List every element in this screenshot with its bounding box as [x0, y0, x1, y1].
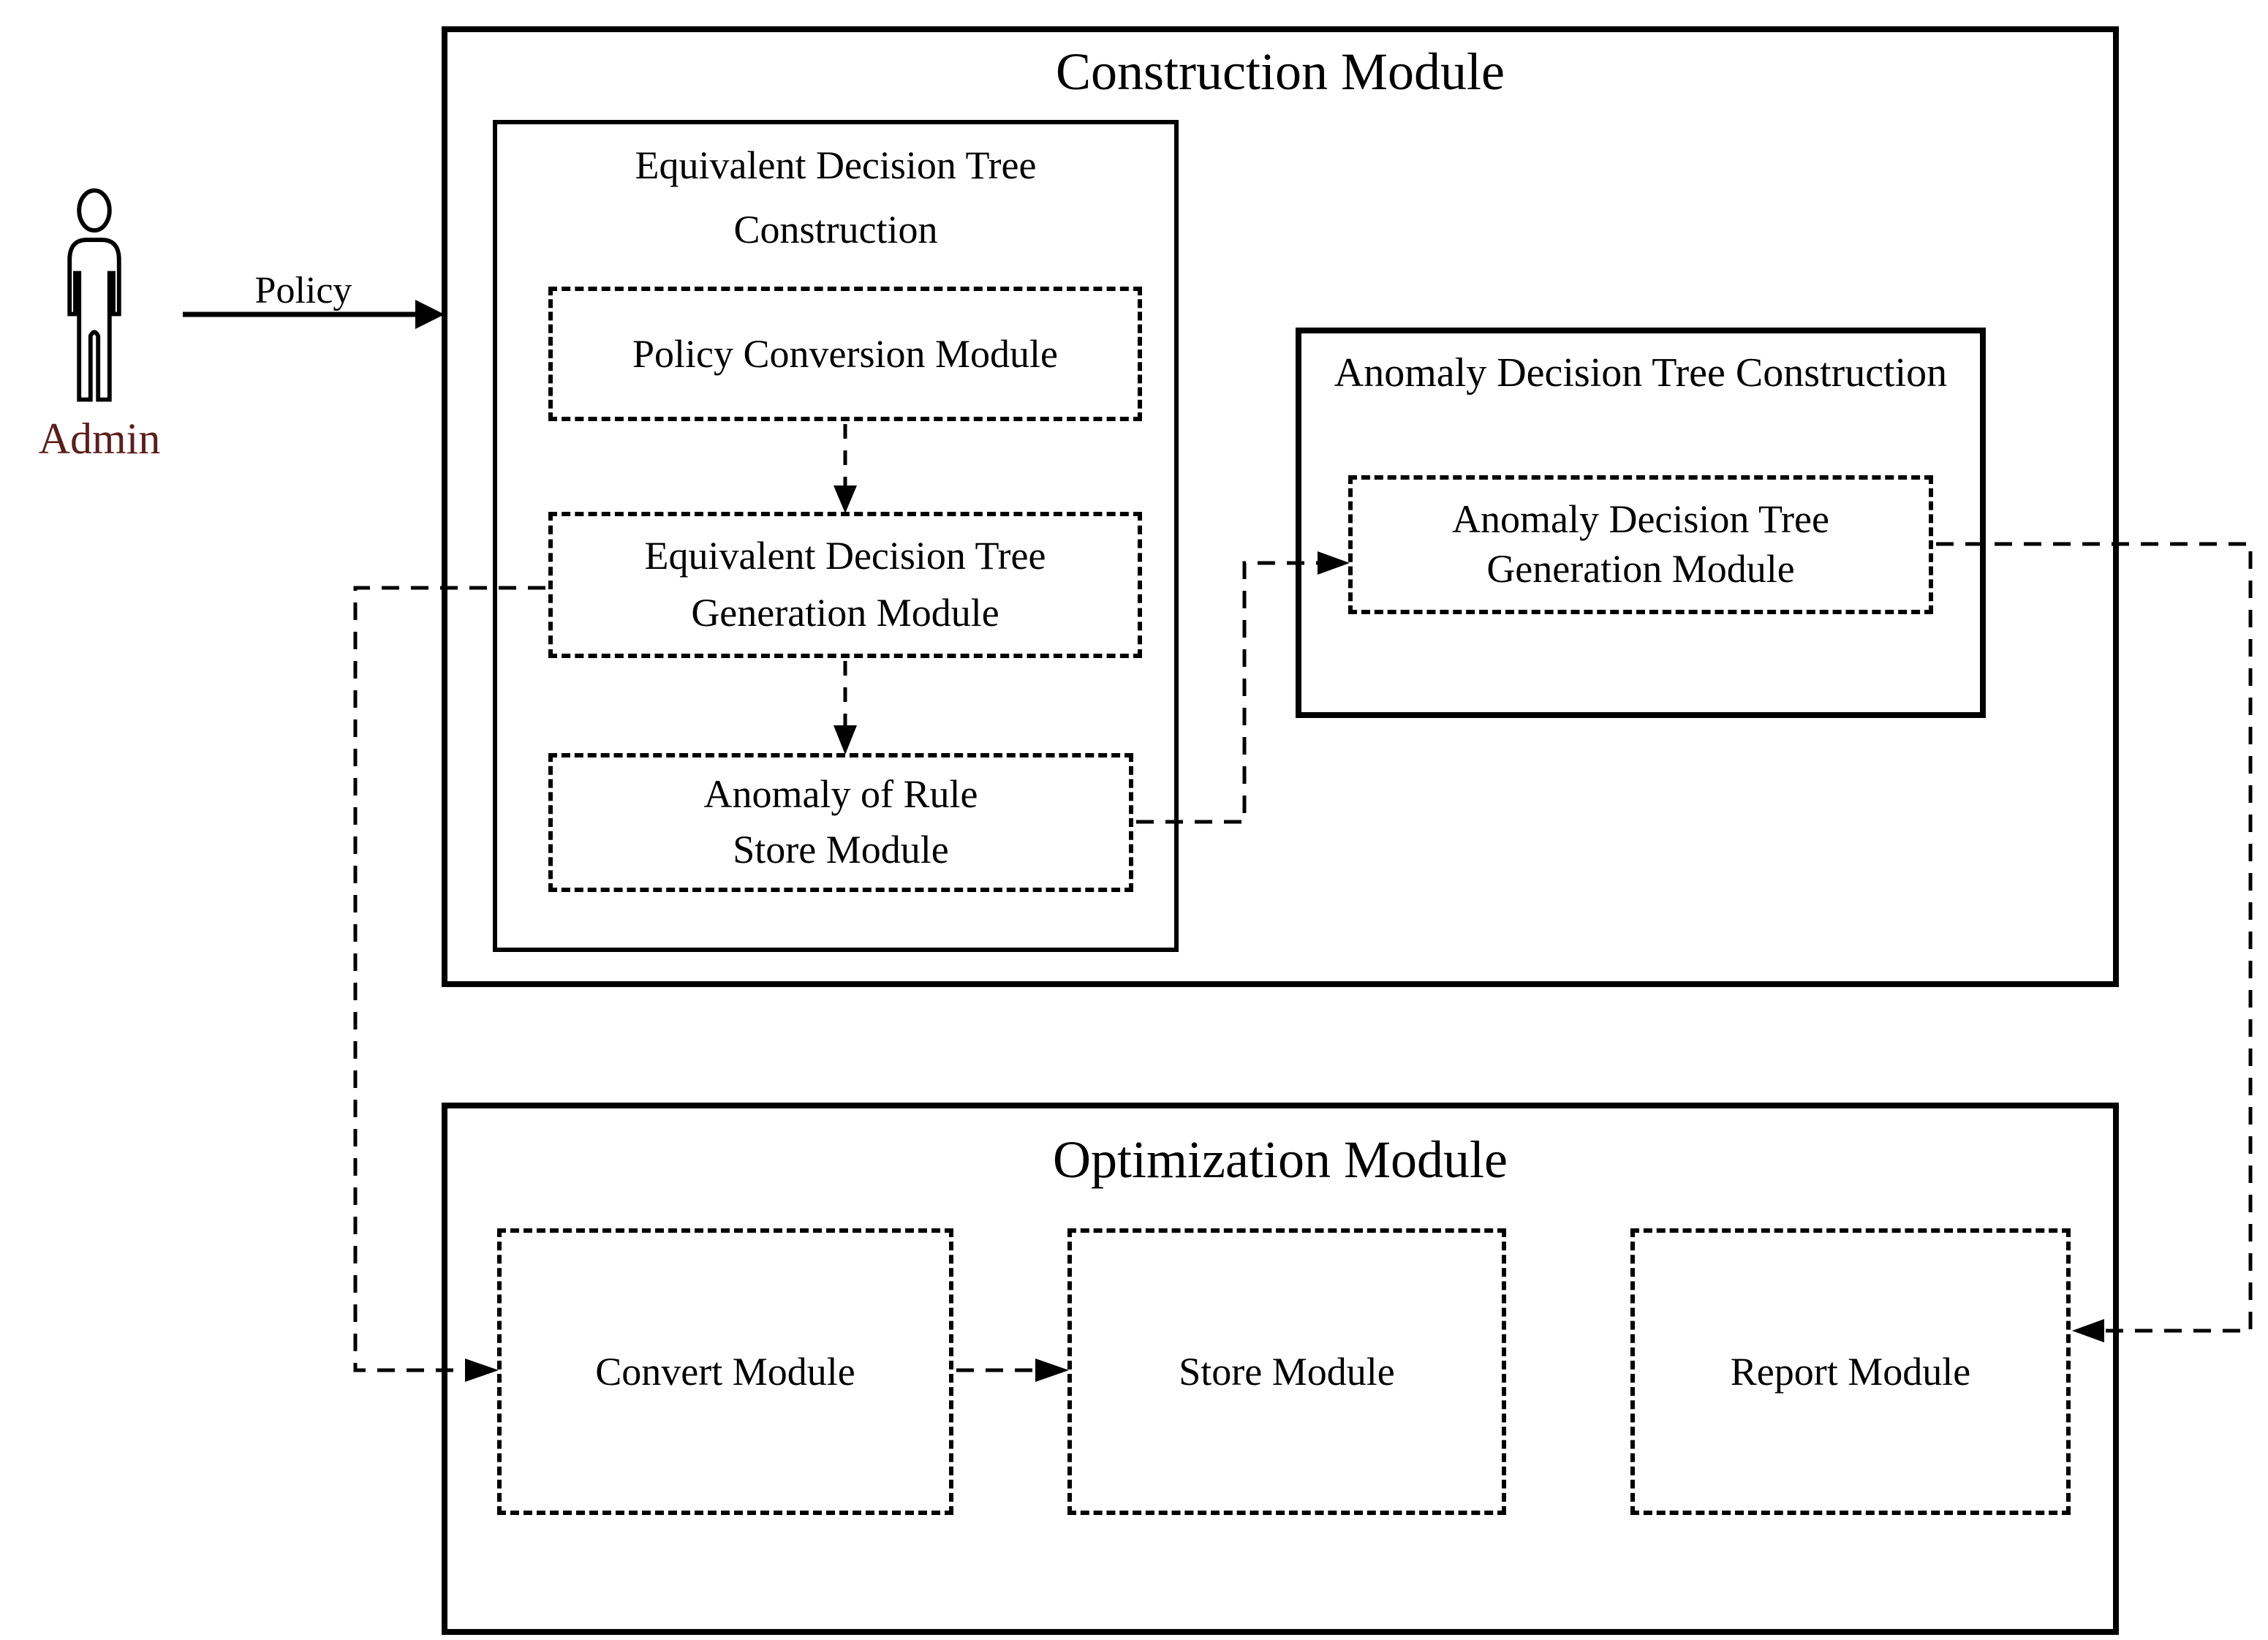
anomaly-rule-store-module-label: Anomaly of Rule Store Module: [548, 753, 1133, 892]
admin-person-head: [77, 188, 112, 233]
edt-construction-title-line2: Construction: [733, 207, 938, 252]
policy-arrow-label: Policy: [254, 269, 352, 311]
adt-generation-module-box: [1348, 475, 1933, 614]
adt-generation-module-line1: Anomaly Decision Tree: [1452, 496, 1829, 541]
adt-generation-module-line2: Generation Module: [1486, 546, 1795, 590]
edt-construction-title-line1: Equivalent Decision Tree: [635, 143, 1037, 187]
report-module-text: Report Module: [1730, 1349, 1971, 1393]
anomaly-rule-store-line1: Anomaly of Rule: [703, 772, 978, 816]
convert-module-text: Convert Module: [595, 1349, 855, 1393]
optimization-module-title: Optimization Module: [1053, 1130, 1508, 1189]
edt-construction-title: Equivalent Decision Tree Construction: [493, 135, 1179, 262]
anomaly-rule-store-module-box: [548, 753, 1133, 892]
admin-label: Admin: [38, 415, 161, 464]
edt-generation-module-line1: Equivalent Decision Tree: [644, 533, 1046, 578]
edt-construction-box: [493, 120, 1179, 952]
report-module-label: Report Module: [1630, 1228, 2071, 1515]
store-module-box: [1067, 1228, 1506, 1515]
store-module-label: Store Module: [1067, 1228, 1506, 1515]
anomaly-rule-store-line2: Store Module: [733, 828, 949, 872]
construction-module-box: [442, 26, 2119, 987]
report-module-box: [1630, 1228, 2071, 1515]
admin-person-body: [67, 238, 121, 402]
adt-generation-module-label: Anomaly Decision Tree Generation Module: [1348, 475, 1933, 614]
convert-module-label: Convert Module: [497, 1228, 953, 1515]
admin-person-icon: [67, 188, 121, 402]
policy-conversion-module-box: [548, 287, 1142, 421]
policy-arrowhead: [415, 300, 445, 329]
policy-conversion-module-label: Policy Conversion Module: [548, 287, 1142, 421]
adt-construction-box: [1296, 328, 1986, 718]
edt-generation-module-label: Equivalent Decision Tree Generation Modu…: [548, 512, 1142, 658]
adt-construction-title: Anomaly Decision Tree Construction: [1334, 351, 1948, 396]
store-module-text: Store Module: [1179, 1349, 1395, 1393]
construction-module-title: Construction Module: [1056, 42, 1505, 101]
policy-conversion-module-text: Policy Conversion Module: [632, 331, 1058, 375]
edt-generation-module-line2: Generation Module: [691, 591, 999, 635]
